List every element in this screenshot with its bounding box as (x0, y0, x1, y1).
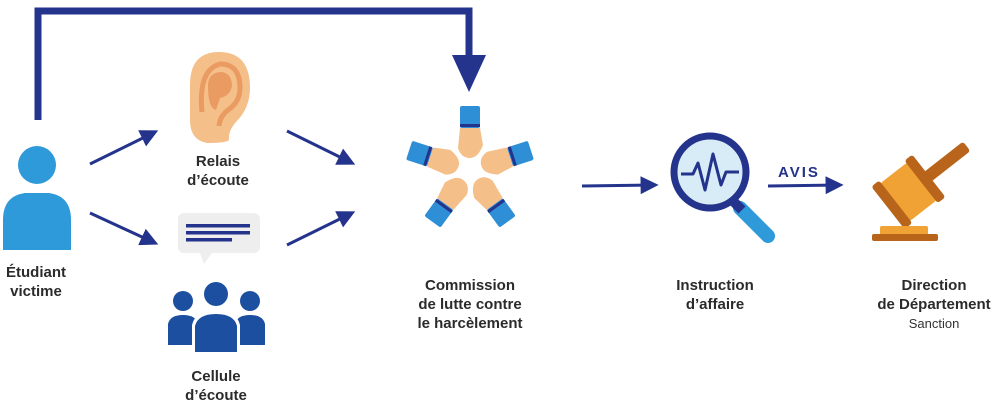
person-icon (3, 146, 71, 250)
arrow-instruction-to-direction (767, 176, 844, 195)
top-return-arrowhead (452, 55, 486, 92)
avis-edge-label: AVIS (778, 164, 820, 181)
cellule-label: Cellule d’écoute (185, 368, 247, 404)
direction-sub-label: Sanction (908, 316, 960, 331)
relais-label: Relais d’écoute (187, 153, 249, 189)
top-return-arrow (34, 7, 473, 120)
arrow-relais-to-commission (286, 129, 356, 165)
ear-icon (190, 52, 250, 143)
arrow-commission-to-instruction (581, 176, 659, 195)
magnifier-chart-icon (670, 132, 775, 243)
commission-label: Commission de lutte contre le harcèlemen… (417, 277, 523, 332)
gavel-icon (872, 142, 970, 241)
joined-hands-icon (406, 106, 534, 227)
arrow-student-to-relais (89, 130, 159, 166)
chat-group-icon (168, 213, 265, 352)
student-label: Étudiant victime (6, 264, 66, 300)
instruction-label: Instruction d’affaire (676, 277, 754, 313)
arrow-cellule-to-commission (286, 211, 356, 247)
arrow-student-to-cellule (89, 211, 159, 246)
direction-label: Direction de Département Sanction (870, 276, 998, 333)
